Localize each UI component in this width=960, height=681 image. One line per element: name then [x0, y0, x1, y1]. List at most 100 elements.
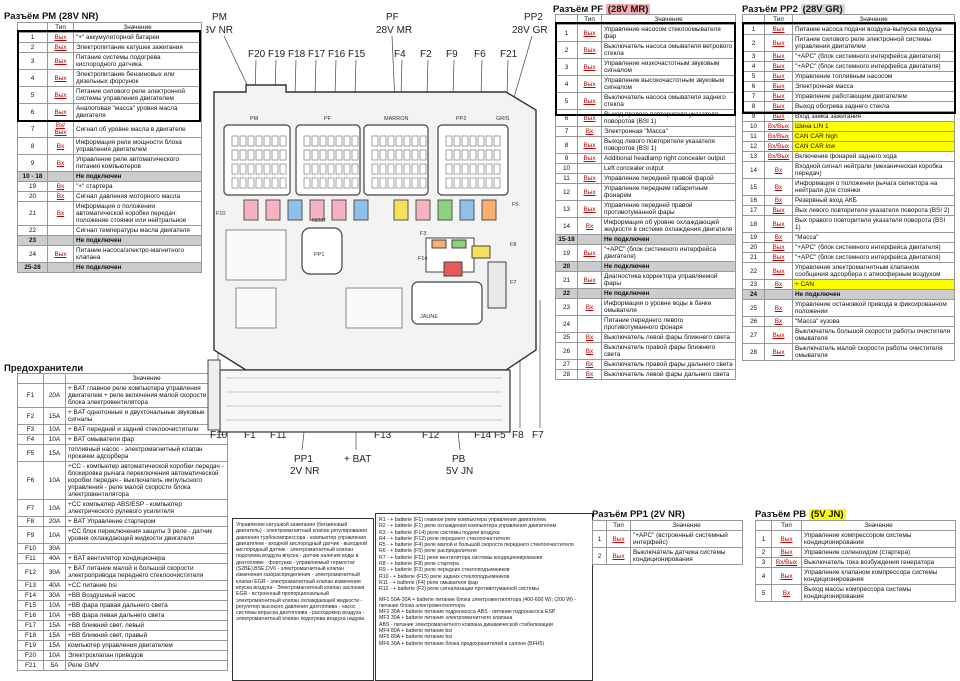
pin-number: 3	[755, 557, 772, 568]
pin-description: Управление электромагнитным клапаном соо…	[792, 262, 955, 280]
fuse-rating: 10A	[43, 499, 66, 517]
pin-number: 23	[555, 298, 578, 316]
fuse-label-bottom: F5	[494, 430, 506, 441]
connector-pin	[303, 177, 311, 189]
board-mark-f5: F5	[512, 202, 518, 208]
connector-pin	[469, 163, 477, 175]
pin-description: Выключатель правой фары ближнего света	[601, 342, 736, 360]
pin-number: 22	[742, 262, 765, 280]
pin-type: Вх/Вых	[771, 557, 802, 568]
fuse-id: F15	[17, 600, 44, 611]
pm-voltage-label: 28V NR	[206, 25, 233, 36]
pin-type: Вх	[764, 279, 793, 290]
pin-description: Вых правого повторителя указателя поворо…	[792, 215, 955, 233]
connector-pin	[461, 135, 469, 147]
pin-description: "Масса"	[792, 232, 955, 243]
pin-description: + CAN	[792, 279, 955, 290]
col-header: Значение	[792, 14, 955, 25]
fuse-id: F12	[17, 563, 44, 581]
fuse-id: F17	[17, 620, 44, 631]
col-header: Значение	[65, 373, 228, 384]
pin-description: Сигнал об уровне масла в двигателе	[73, 120, 202, 138]
pin-number: 14	[555, 217, 578, 235]
pin-type: Вх	[764, 178, 793, 196]
pin-description: Информация об уровне охлаждающей жидкост…	[601, 217, 736, 235]
pin-type	[577, 163, 602, 174]
pin-number: 16	[742, 195, 765, 206]
connector-pin	[271, 149, 279, 161]
connector-pin	[477, 149, 485, 161]
pin-type: Вых	[47, 86, 74, 104]
pin-type: Вых	[764, 262, 793, 280]
pin-number: 6	[742, 81, 765, 92]
pin-type: Вых	[577, 153, 602, 164]
note-line: MF1 50A-30A + batterie питание блока эле…	[379, 596, 577, 609]
pin-number: 20	[17, 191, 48, 202]
connector-pin	[493, 163, 501, 175]
connector-pin	[343, 177, 351, 189]
pin-type: Вх/Вых	[764, 131, 793, 142]
connector-pin	[239, 135, 247, 147]
connector-pin	[411, 135, 419, 147]
connector-pin	[343, 149, 351, 161]
fuse-description: + BAT омыватели фар	[65, 434, 228, 445]
pin-type: Вых	[764, 205, 793, 216]
fuse-description: +BB фара левая дальнего света	[65, 610, 228, 621]
pf-title: Разъём PF (28V MR)	[553, 4, 651, 15]
fuse-rating: 40A	[43, 553, 66, 564]
fuse-label-top: F9	[446, 49, 458, 60]
pin-description: "+АРС" (блок системного интерфейса двига…	[792, 61, 955, 72]
connector-pin	[335, 135, 343, 147]
pin-type: Вых	[764, 24, 793, 35]
connector-pin	[469, 135, 477, 147]
connector-pin	[477, 135, 485, 147]
fuse-f3-shape	[471, 245, 491, 259]
pin-type: Вых	[577, 271, 602, 289]
fuse-description: топливный насос - электромагнитный клапа…	[65, 444, 228, 462]
relay-area-2	[235, 287, 277, 329]
pin-description: Электропитание катушек зажигания	[73, 42, 202, 53]
pin-description: Управление остановкой привода в фиксиров…	[792, 299, 955, 317]
col-header	[755, 520, 772, 531]
pin-description: Питание силового реле электронной систем…	[792, 34, 955, 52]
connector-pin	[403, 177, 411, 189]
pin-number: 8	[17, 137, 48, 155]
pb-title-highlight: (5V JN)	[808, 509, 846, 520]
pin-type: Вх/Вых	[764, 121, 793, 132]
col-header: Тип	[606, 520, 631, 531]
pin-number: 5	[742, 71, 765, 82]
note-ignition: Управление катушкой зажигания (бензиновы…	[232, 518, 374, 681]
pin-description: Управление соленоидом (стартера)	[801, 547, 956, 558]
connector-pin	[351, 149, 359, 161]
fuse-rating: 40A	[43, 580, 66, 591]
connector-pin	[445, 149, 453, 161]
pin-number: 1	[755, 530, 772, 548]
fuse-id: F21	[17, 660, 44, 671]
fuse-rating: 15A	[43, 630, 66, 641]
fuse-id: F8	[17, 516, 44, 527]
pin-type: Вых	[47, 42, 74, 53]
fuse-label-bottom: F13	[374, 430, 392, 441]
pin-description: Не подключен	[601, 234, 736, 245]
pin-number: 9	[555, 153, 578, 164]
pin-description: Не подключен	[73, 235, 202, 246]
